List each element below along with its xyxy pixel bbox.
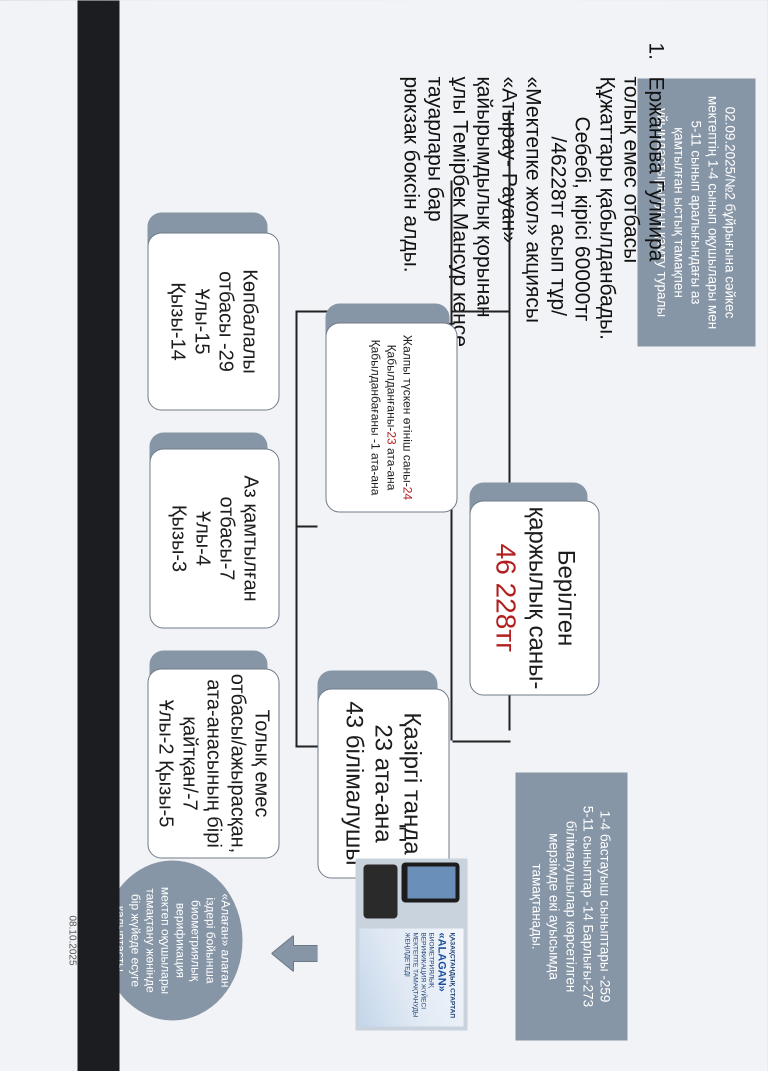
incomplete-line: отбасы/ажырасқан, [226, 673, 249, 854]
applications-line: Қабылданғаны-23 ата-ана [384, 344, 399, 491]
right-info-line: 1-4 бастауыш сыныптары -259 [598, 810, 613, 1003]
top-info-line: 5-11 сынып аралығындағы аз [689, 120, 704, 305]
connector-line [296, 310, 298, 747]
large-family-card: Көпбалалы отбасы -29 Ұлы-15 Қызы-14 [147, 232, 280, 411]
incomplete-line: Ұлы-2 Қызы-5 [154, 699, 177, 828]
bubble-line: іздері бойынша [203, 897, 218, 984]
tablet-screen [407, 866, 456, 899]
low-income-card: Аз қамтылған отбасы-7 Ұлы-4 Қызы-3 [149, 448, 280, 629]
footer-bar [77, 0, 120, 1071]
bubble-line: бір жүйеде есуге [128, 893, 143, 988]
right-info-box: 1-4 бастауыш сыныптары -259 5-11 сыныпта… [515, 772, 628, 1041]
top-info-line: 02.09.2025/№2 бұйрығына сәйкес [723, 106, 738, 319]
low-income-line: Қызы-3 [167, 504, 190, 573]
connector-line [295, 525, 318, 527]
center-card-title: қаржылық саны- [523, 506, 551, 690]
list-line: «Мектепке жол» акциясы [522, 76, 545, 324]
incomplete-line: ата-анасының бірі [202, 679, 225, 848]
list-number: 1. [644, 42, 668, 61]
current-card-line: Қазіргі таңда [399, 712, 426, 855]
connector-line [452, 740, 511, 742]
large-family-line: Ұлы-15 [190, 288, 213, 355]
connector-line [295, 310, 328, 312]
alagan-poster: ҚАЗАҚСТАНДЫҚ СТАРТАП «ALAGAN» БИОМЕТРИЯЛ… [359, 928, 464, 1027]
center-card-title: Берілген [552, 549, 580, 647]
alagan-photo-collage: ҚАЗАҚСТАНДЫҚ СТАРТАП «ALAGAN» БИОМЕТРИЯЛ… [355, 858, 468, 1031]
list-line: Құжаттары қабылданбады. [595, 76, 619, 340]
center-finance-card: Берілген қаржылық саны- 46 228тг [469, 500, 600, 696]
list-line: толық емес отбасы [620, 76, 643, 264]
low-income-line: Аз қамтылған [239, 475, 262, 602]
bubble-line: мектеп оқушылары [158, 886, 173, 995]
applications-line: Қабылданбағаны -1 ата-ана [368, 339, 383, 496]
list-line: қайырымдылық қорынан [473, 76, 496, 318]
large-family-line: Көпбалалы [238, 269, 261, 374]
poster-text: ҚАЗАҚСТАНДЫҚ СТАРТАП «ALAGAN» БИОМЕТРИЯЛ… [403, 932, 456, 1019]
footer-date: 08.10.2025 [66, 915, 78, 966]
right-info-line: мерзімде екі ауысымда [547, 833, 562, 980]
list-line: /46228тг асып тұр/ [546, 136, 570, 316]
low-income-line: отбасы-7 [215, 496, 238, 581]
right-info-line: білімалушылар көрсетілген [564, 820, 579, 993]
large-family-line: Қызы-14 [166, 282, 189, 361]
right-info-line: тамақтанады. [530, 863, 545, 950]
alagan-speech-bubble: «Алаған» алаған іздері бойынша биометрия… [102, 860, 243, 1021]
down-arrow-icon [271, 935, 318, 972]
current-card-line: 43 білімалушы [341, 701, 368, 866]
list-line: Себебі, кірісі 60000тг [571, 116, 594, 322]
list-line: Ержанова Гулмира [644, 76, 668, 262]
incomplete-line: қайтқан/-7 [178, 716, 201, 811]
bubble-line: биометриялық [188, 899, 203, 982]
right-info-line: 5-11 сыныптар -14 Барлығы-273 [581, 805, 596, 1008]
low-income-line: Ұлы-4 [191, 511, 214, 566]
incomplete-line: Толық емес [250, 709, 273, 818]
top-info-line: мектептің 1-4 сынып оқушылары мен [706, 95, 721, 330]
large-family-line: отбасы -29 [214, 271, 237, 372]
current-status-card: Қазіргі таңда 23 ата-ана 43 білімалушы [317, 688, 450, 879]
bubble-line: верификация [173, 902, 188, 979]
applications-card: Жалпы түскен өтініш саны-24 Қабылданғаны… [325, 322, 458, 513]
incomplete-family-card: Толық емес отбасы/ажырасқан, ата-анасыны… [147, 668, 280, 859]
applications-line: Жалпы түскен өтініш саны-24 [400, 334, 415, 501]
scanner-device-icon [363, 864, 398, 919]
bubble-line: «Алаған» алаған [218, 893, 233, 988]
connector-line [450, 310, 511, 312]
current-card-line: 23 ата-ана [370, 724, 397, 843]
bubble-line: тамақтану жөнінде [143, 888, 158, 993]
center-card-amount: 46 228тг [490, 543, 522, 653]
top-info-line: қамтылған ыстық тамақпен [672, 127, 687, 298]
